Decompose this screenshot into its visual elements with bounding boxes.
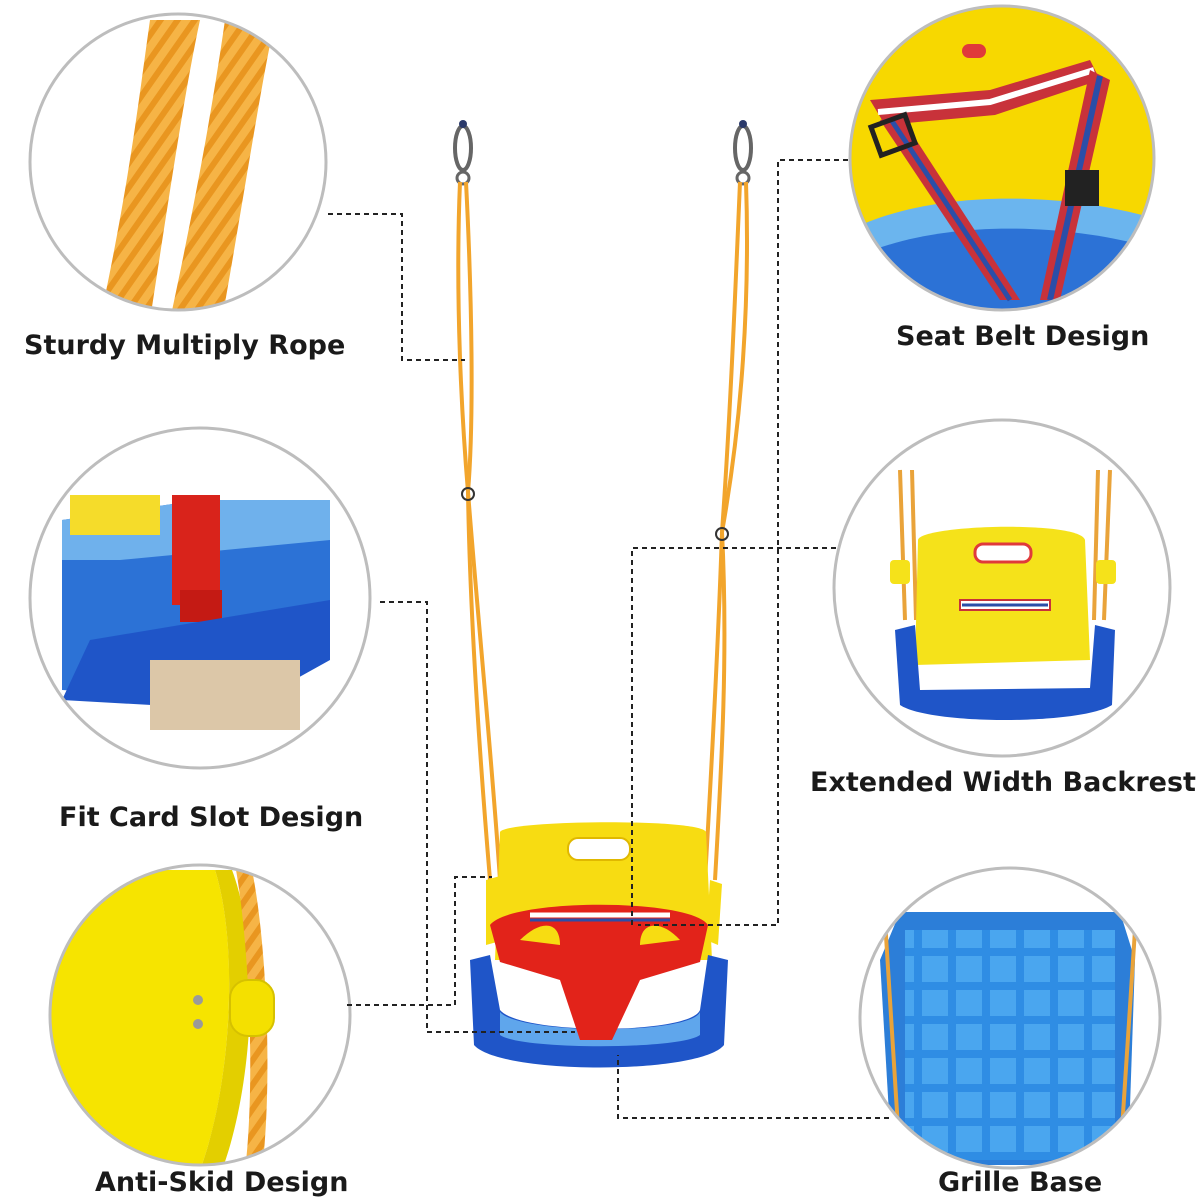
swing-ropes [456, 181, 749, 881]
rope-closeup-photo [28, 12, 328, 312]
card-slot-feature-label: Fit Card Slot Design [59, 802, 364, 833]
grille-base-photo [858, 866, 1162, 1170]
anti-skid-photo [48, 863, 352, 1167]
rope-feature-label: Sturdy Multiply Rope [24, 330, 346, 361]
seat-belt-feature-label: Seat Belt Design [896, 321, 1150, 352]
backrest-feature-label: Extended Width Backrest [810, 767, 1196, 798]
leader-lines [328, 159, 889, 1119]
backrest-photo [832, 418, 1172, 758]
card-slot-photo [28, 426, 372, 770]
anti-skid-feature-label: Anti-Skid Design [95, 1167, 349, 1198]
seat-belt-photo [848, 4, 1156, 312]
swing-seat [470, 822, 728, 1068]
swing-hooks [453, 120, 753, 186]
grille-base-feature-label: Grille Base [938, 1167, 1103, 1198]
